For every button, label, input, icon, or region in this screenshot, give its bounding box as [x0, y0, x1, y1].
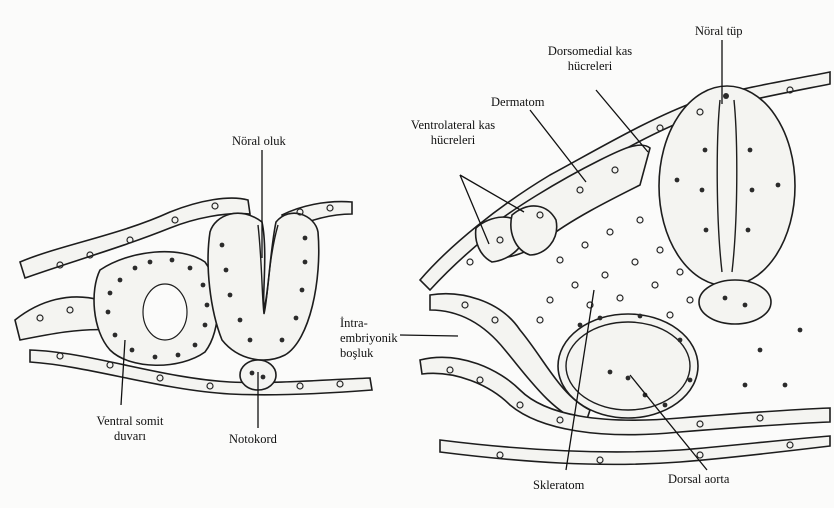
label-ventrolateral-kas-hucreleri: Ventrolateral kas hücreleri — [390, 118, 516, 148]
label-ventral-somit-line1: Ventral somit — [80, 414, 180, 429]
leader-ventrolateral-b — [460, 175, 524, 212]
label-ventrolateral-line2: hücreleri — [390, 133, 516, 148]
label-dorsomedial-kas-hucreleri: Dorsomedial kas hücreleri — [530, 44, 650, 74]
label-dorsal-aorta: Dorsal aorta — [668, 472, 729, 487]
label-notokord: Notokord — [229, 432, 277, 447]
label-noral-tup: Nöral tüp — [695, 24, 743, 39]
label-dorsomedial-line2: hücreleri — [530, 59, 650, 74]
label-ventral-somit-line2: duvarı — [80, 429, 180, 444]
label-noral-oluk: Nöral oluk — [232, 134, 286, 149]
label-intraembriyonik-bosluk: İntra- embriyonik boşluk — [340, 316, 398, 361]
label-dorsomedial-line1: Dorsomedial kas — [530, 44, 650, 59]
label-skleratom: Skleratom — [533, 478, 584, 493]
label-ventrolateral-line1: Ventrolateral kas — [390, 118, 516, 133]
left-embryo-section — [15, 198, 372, 395]
label-intra-line1: İntra- — [340, 316, 398, 331]
label-dermatom: Dermatom — [491, 95, 544, 110]
label-intra-line2: embriyonik — [340, 331, 398, 346]
label-ventral-somit-duvari: Ventral somit duvarı — [80, 414, 180, 444]
label-intra-line3: boşluk — [340, 346, 398, 361]
leader-intra — [400, 335, 458, 336]
